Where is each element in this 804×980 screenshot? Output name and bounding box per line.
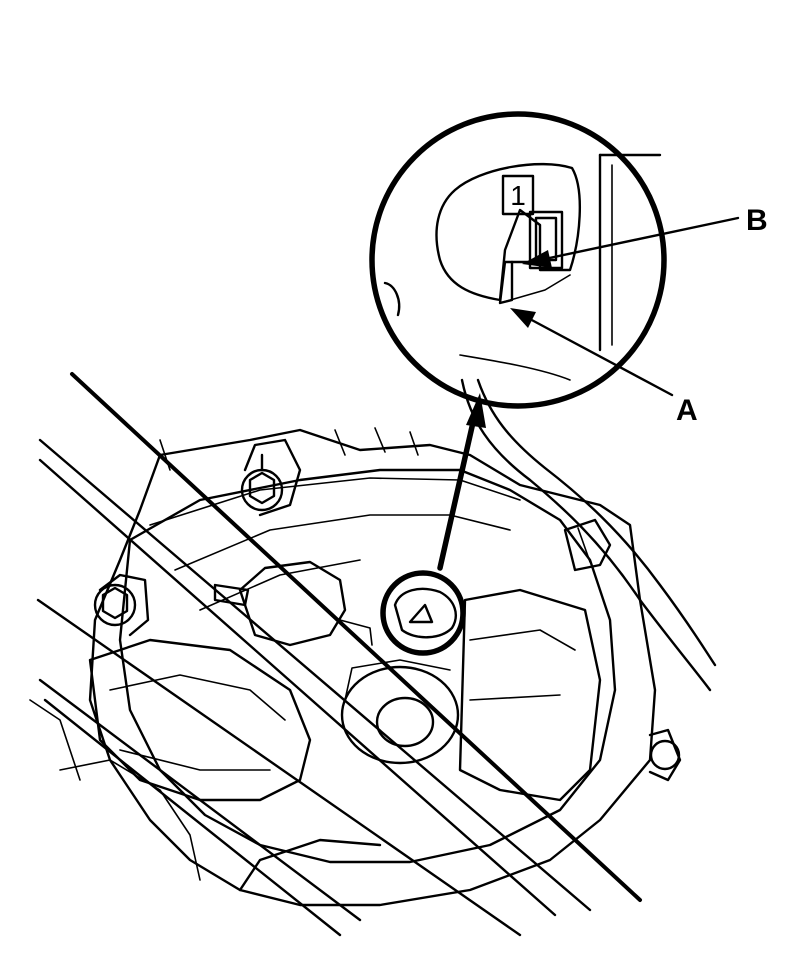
bolt-upper [240, 438, 302, 517]
callout-a-leader [510, 308, 674, 397]
callout-label-b: B [746, 204, 768, 237]
distributor-housing [29, 427, 682, 907]
callout-label-a: A [676, 394, 698, 427]
wire-bundle [36, 372, 642, 937]
bolt-left [93, 573, 150, 637]
detail-view: 1 [369, 111, 667, 409]
marker-number: 1 [510, 180, 526, 211]
callout-b-leader [522, 216, 740, 268]
marker-one-box: 1 [501, 174, 535, 216]
inspection-window [380, 570, 466, 656]
vacuum-hose [460, 378, 717, 692]
